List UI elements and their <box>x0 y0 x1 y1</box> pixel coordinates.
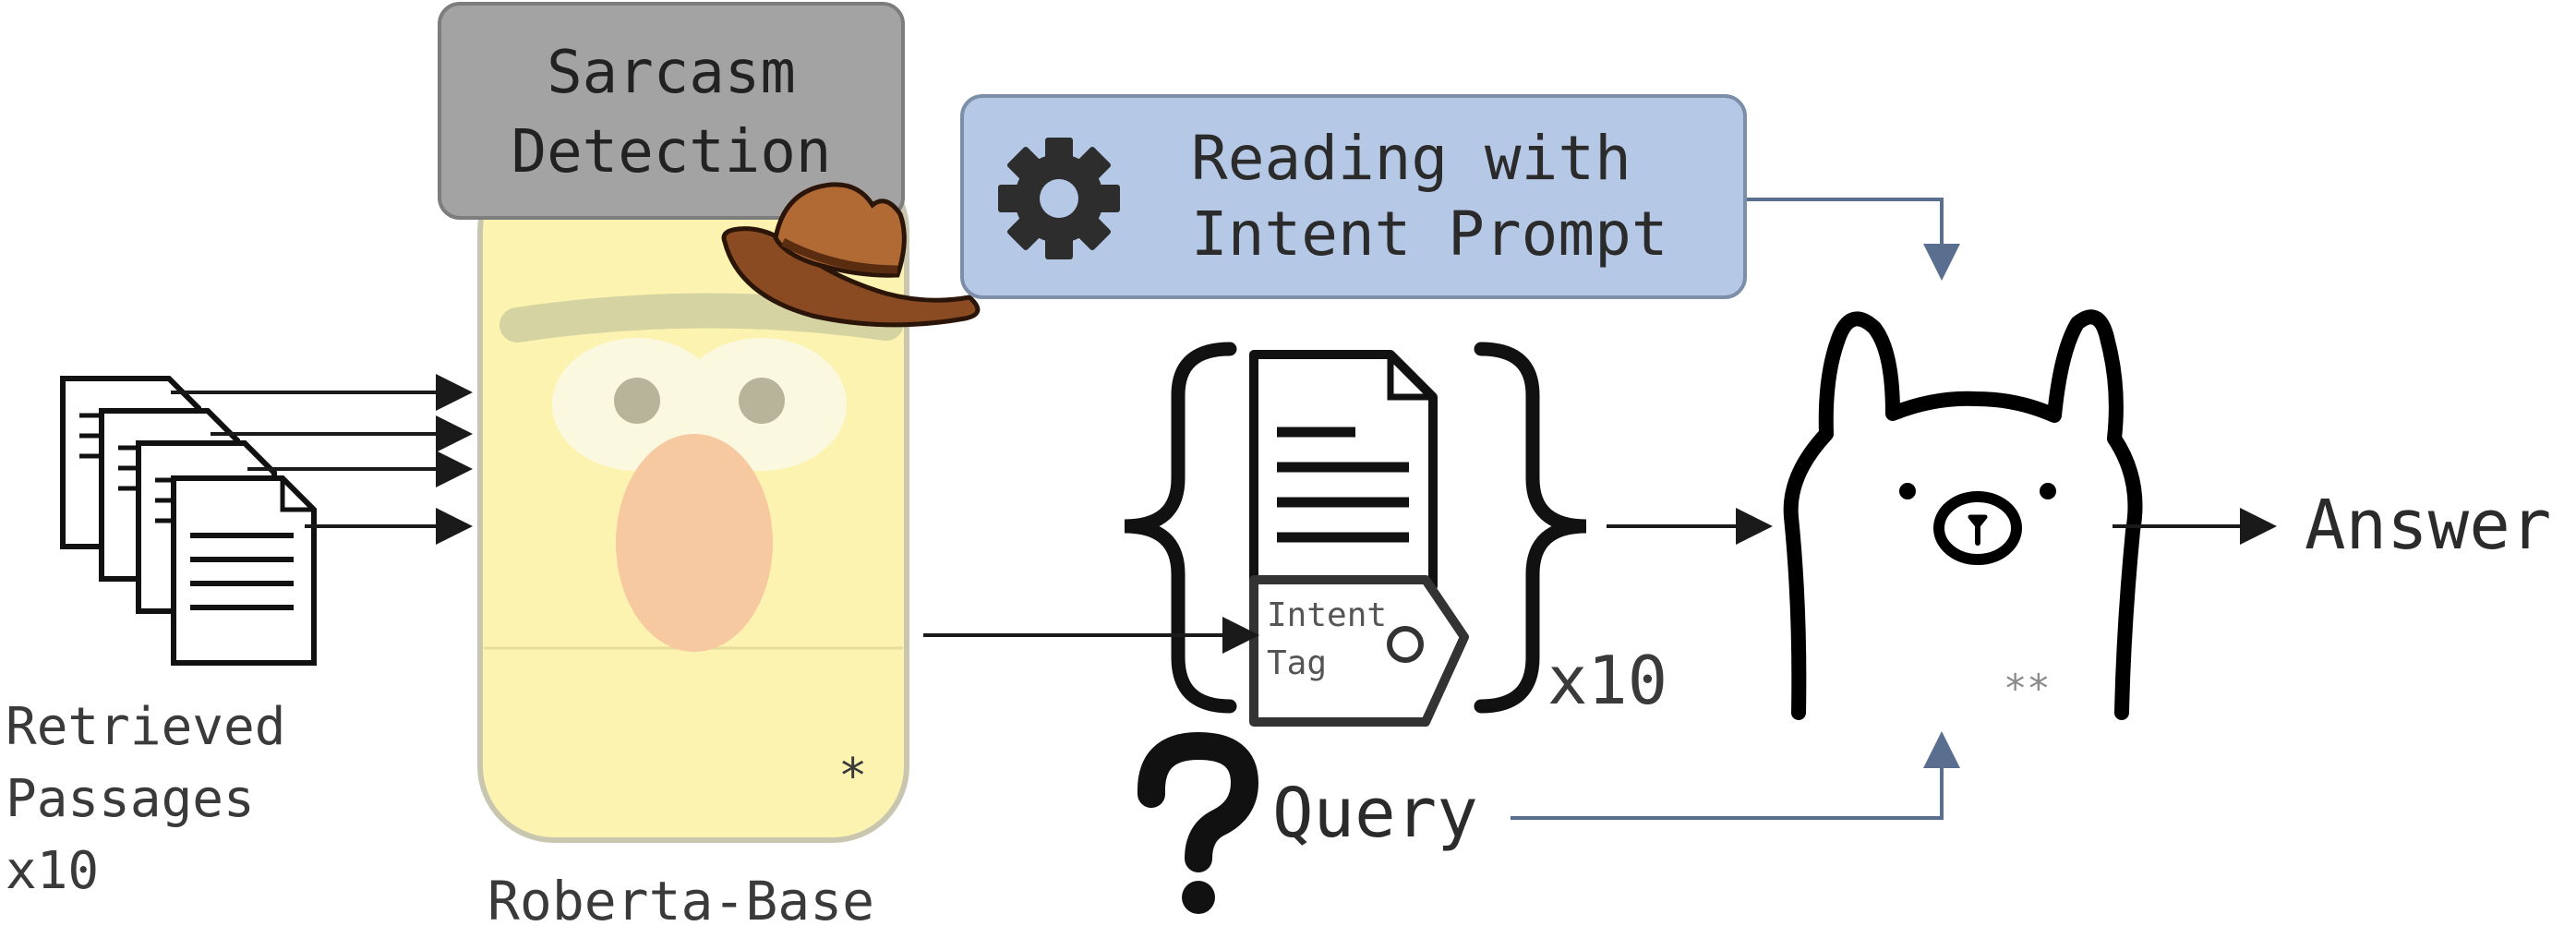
intent-tag-line2: Tag <box>1267 644 1327 682</box>
passages-label-line3: x10 <box>6 841 99 901</box>
doc-multiplier: x10 <box>1547 642 1667 719</box>
sarcasm-detection-box: Sarcasm Detection <box>438 2 905 220</box>
question-mark-icon <box>1137 731 1259 914</box>
passages-label-line2: Passages <box>6 769 255 829</box>
passages-label-line1: Retrieved <box>6 697 285 757</box>
sarcasm-label-line2: Detection <box>512 118 832 186</box>
query-label: Query <box>1272 774 1478 853</box>
passage-arrows <box>171 374 473 545</box>
braces <box>1124 342 1587 714</box>
cowboy-hat-icon <box>721 182 981 328</box>
roberta-label: Roberta-Base <box>488 870 874 932</box>
gear-icon <box>998 138 1120 259</box>
llama-marker: ** <box>2004 666 2051 711</box>
intent-prompt-box: Reading with Intent Prompt <box>960 94 1747 299</box>
prompt-label-line2: Intent Prompt <box>1191 198 1668 270</box>
answer-label: Answer <box>2305 486 2551 565</box>
document-stack-icon <box>60 376 317 666</box>
prompt-arrow <box>1747 198 1960 281</box>
prompt-label-line1: Reading with <box>1191 123 1631 194</box>
document-with-tag-icon: Intent Tag <box>1249 350 1469 727</box>
intent-tag-line1: Intent <box>1267 596 1387 634</box>
roberta-marker: * <box>838 749 867 804</box>
sarcasm-label-line1: Sarcasm <box>547 39 796 107</box>
query-arrow <box>1511 731 1960 820</box>
llama-icon <box>1783 309 2143 720</box>
